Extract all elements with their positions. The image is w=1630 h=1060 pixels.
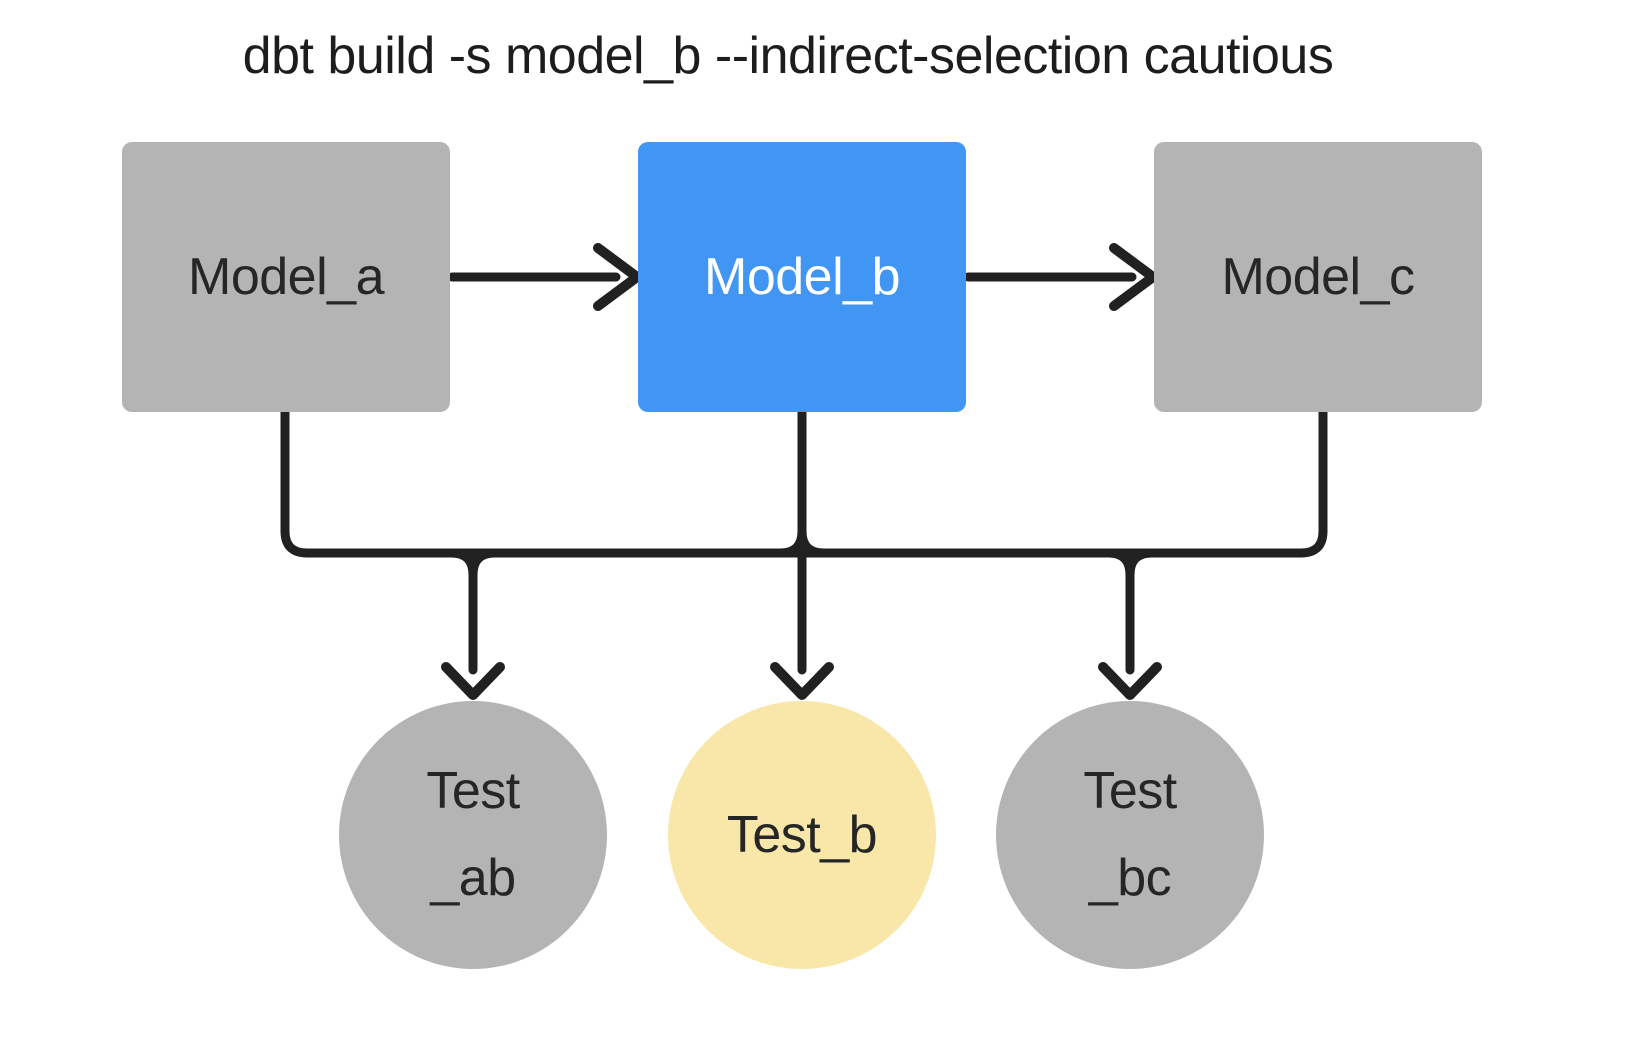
node-model-c-label: Model_c <box>1221 248 1415 306</box>
edge-model-b-to-model-c <box>963 243 1158 311</box>
node-test-ab-label-line2: _ab <box>430 849 516 907</box>
node-model-a: Model_a <box>122 142 450 412</box>
edge-bus-to-test-ab <box>441 548 505 700</box>
node-test-b: Test_b <box>668 701 936 969</box>
node-test-bc-label-line1: Test <box>1083 762 1177 821</box>
edge-model-b-to-test-b <box>770 407 834 700</box>
diagram-title: dbt build -s model_b --indirect-selectio… <box>242 27 1334 85</box>
node-model-b: Model_b <box>638 142 966 412</box>
node-test-b-label: Test_b <box>726 805 878 864</box>
edge-model-a-to-model-b <box>447 243 642 311</box>
edge-lines <box>280 243 1328 700</box>
node-test-bc-label-line2: _bc <box>1088 849 1172 907</box>
node-test-ab-label-line1: Test <box>426 762 520 821</box>
node-test-ab: Test _ab <box>339 701 607 969</box>
edge-bus-to-test-bc <box>1098 548 1162 700</box>
node-model-a-label: Model_a <box>188 248 384 306</box>
node-model-b-label: Model_b <box>704 248 900 306</box>
node-test-bc: Test _bc <box>996 701 1264 969</box>
node-model-c: Model_c <box>1154 142 1482 412</box>
